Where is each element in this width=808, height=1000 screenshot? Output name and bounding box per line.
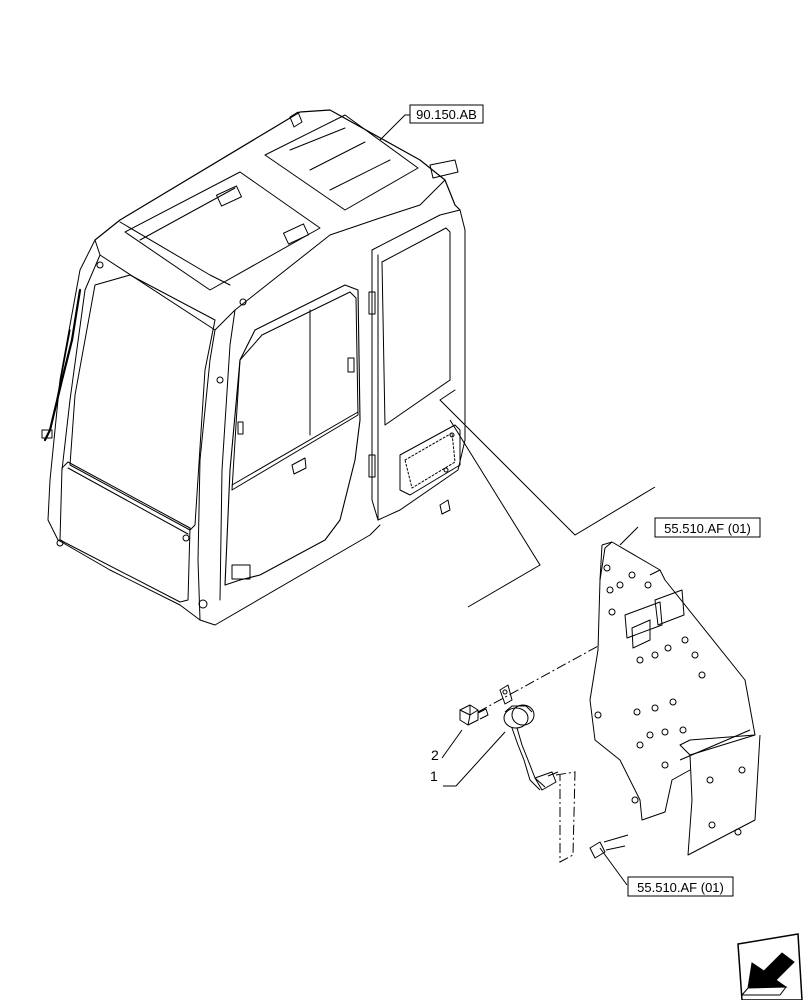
ref-label-harness: 55.510.AF (01) [637,880,724,895]
ref-label-bracket: 55.510.AF (01) [664,521,751,536]
callout-item-2: 2 [431,747,439,763]
assembly-line [477,644,601,863]
ref-box-cab[interactable]: 90.150.AB [409,104,484,124]
bolt [459,704,489,726]
bracket-holes [594,564,746,836]
ref-label-cab: 90.150.AB [416,107,477,122]
leader-lines [379,114,656,886]
mounting-bracket [589,541,761,856]
sensor-assembly [499,684,629,859]
ref-box-bracket[interactable]: 55.510.AF (01) [654,517,761,538]
ref-box-harness[interactable]: 55.510.AF (01) [627,876,734,897]
arrow-icon[interactable] [737,933,803,1000]
operator-cab [41,109,466,626]
callout-item-1: 1 [430,768,438,784]
